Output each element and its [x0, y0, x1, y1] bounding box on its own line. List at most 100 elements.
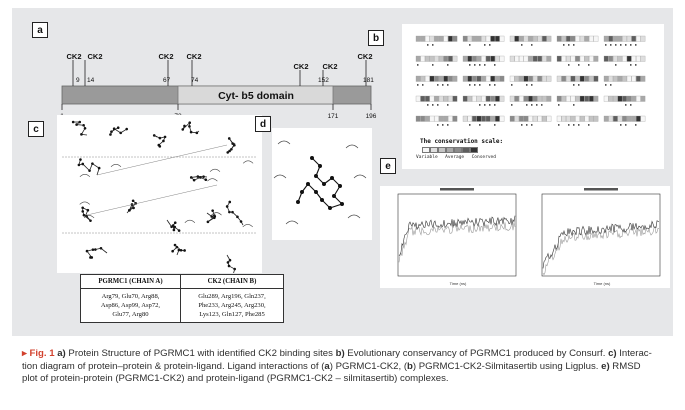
ligand-atom: [306, 182, 310, 186]
residue-cell: [448, 115, 453, 122]
residue-cell: [452, 75, 458, 82]
scale-title: The conservation scale:: [420, 138, 504, 145]
residue-cell: [420, 75, 426, 82]
residue-cell: [467, 35, 473, 42]
residue-cell: [640, 95, 646, 102]
annotation-mark: [620, 44, 622, 46]
residue-cell: [575, 115, 580, 122]
residue-cell: [603, 115, 609, 122]
caption-run: Evolutionary conservancy of PGRMC1 produ…: [344, 348, 609, 359]
residue-cell: [481, 115, 486, 122]
annotation-mark: [484, 64, 486, 66]
annotation-mark: [469, 64, 471, 66]
annotation-mark: [536, 104, 538, 106]
residue-cell: [434, 115, 439, 122]
ligand-atom: [300, 190, 304, 194]
residue-cell: [631, 55, 637, 62]
residue-cell: [490, 35, 496, 42]
residue-cell: [467, 55, 473, 62]
residue-cell: [462, 95, 468, 102]
residue-cell: [566, 75, 571, 82]
rmsd-trace: [542, 220, 659, 269]
panel-a-label: a: [32, 22, 48, 38]
residue-cell: [420, 115, 426, 122]
annotation-mark: [437, 104, 439, 106]
annotation-mark: [625, 104, 627, 106]
caption-line-3: plot of protein-protein (PGRMC1-CK2) and…: [22, 373, 668, 386]
residue-cell: [448, 35, 453, 42]
tick-label: 171: [328, 113, 339, 120]
annotation-mark: [531, 104, 533, 106]
annotation-mark: [578, 124, 580, 126]
annotation-mark: [479, 124, 481, 126]
residue-cell: [631, 95, 637, 102]
tick-label: 196: [366, 113, 377, 120]
residue-cell: [613, 115, 618, 122]
ligand-atom: [314, 190, 318, 194]
residue-cell: [566, 95, 571, 102]
chain-a-line: Asp86, Asp99, Asp72,: [100, 302, 161, 309]
panel-b-label: b: [368, 30, 384, 46]
residue-cell: [608, 55, 614, 62]
ligand-atom: [322, 182, 326, 186]
residue-cell: [626, 115, 632, 122]
residue-cell: [490, 95, 496, 102]
residue-cell: [476, 35, 482, 42]
panel-d-label: d: [255, 116, 271, 132]
hydrophobic-arc: [242, 224, 253, 228]
residue-cell: [472, 115, 477, 122]
ck2-tag: CK2: [186, 52, 201, 61]
annotation-mark: [588, 124, 590, 126]
annotation-mark: [489, 84, 491, 86]
hbond-line: [86, 184, 218, 216]
chain-a-line: Glu77, Arg80: [112, 311, 149, 318]
scale-ends: Variable Average Conserved: [416, 155, 496, 160]
residue-cell: [443, 115, 449, 122]
annotation-mark: [526, 124, 528, 126]
annotation-mark: [625, 44, 627, 46]
residue-cell: [626, 35, 632, 42]
annotation-mark: [479, 104, 481, 106]
residue-cell: [438, 95, 444, 102]
ligand-atom: [310, 156, 314, 160]
annotation-mark: [568, 124, 570, 126]
residue-cell: [608, 35, 614, 42]
residue-cell: [462, 35, 468, 42]
residue-cell: [556, 35, 562, 42]
annotation-mark: [558, 124, 560, 126]
residue-cell: [499, 55, 505, 62]
residue-cell: [472, 35, 477, 42]
residue-cell: [603, 95, 609, 102]
residue-structure: [226, 254, 238, 279]
residue-cell: [556, 55, 562, 62]
residue-cell: [438, 115, 444, 122]
residue-cell: [622, 95, 627, 102]
residue-cell: [448, 55, 453, 62]
annotation-mark: [610, 44, 612, 46]
annotation-mark: [494, 124, 496, 126]
residue-cell: [542, 115, 547, 122]
caption-run: b): [335, 348, 345, 359]
annotation-mark: [474, 84, 476, 86]
residue-cell: [467, 95, 473, 102]
interaction-table: PGRMC1 (CHAIN A) CK2 (CHAIN B) Arg79, Gl…: [80, 274, 284, 323]
residue-cell: [519, 35, 524, 42]
col-a-header: PGRMC1 (CHAIN A): [80, 274, 181, 289]
residue-cell: [528, 55, 533, 62]
annotation-mark: [427, 104, 429, 106]
residue-cell: [589, 115, 594, 122]
residue-cell: [476, 115, 482, 122]
residue-cell: [636, 115, 641, 122]
annotation-mark: [447, 104, 449, 106]
residue-cell: [425, 35, 430, 42]
annotation-mark: [427, 44, 429, 46]
residue-cell: [603, 75, 609, 82]
residue-structure: [126, 199, 137, 214]
residue-cell: [420, 95, 426, 102]
residue-cell: [420, 35, 426, 42]
residue-cell: [636, 75, 641, 82]
residue-cell: [593, 95, 599, 102]
residue-cell: [462, 55, 468, 62]
annotation-mark: [526, 104, 528, 106]
residue-cell: [514, 115, 520, 122]
